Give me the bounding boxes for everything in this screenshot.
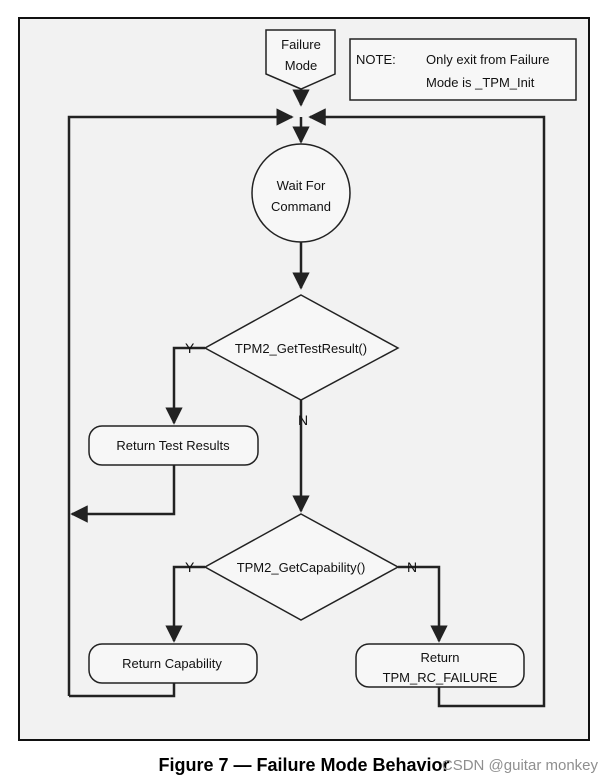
test-result-yes-label: Y — [185, 340, 195, 356]
return-capability-label: Return Capability — [122, 656, 222, 671]
watermark: CSDN @guitar monkey — [442, 757, 599, 774]
wait-for-command-state — [251, 143, 351, 243]
wait-state-label-line-2: Command — [271, 199, 331, 214]
entry-label-line-1: Failure — [281, 37, 321, 52]
note-label: NOTE: — [356, 52, 396, 67]
figure-caption: Figure 7 — Failure Mode Behavior — [158, 755, 449, 775]
capability-decision-label: TPM2_GetCapability() — [237, 560, 366, 575]
capability-yes-label: Y — [185, 559, 195, 575]
note-box — [349, 38, 577, 101]
note-text-line-2: Mode is _TPM_Init — [426, 75, 535, 90]
test-result-no-label: N — [298, 412, 308, 428]
test-result-decision — [203, 294, 400, 401]
failure-mode-entry-shape — [265, 29, 336, 90]
connector-lines — [67, 89, 546, 708]
capability-no-arrow — [398, 565, 448, 643]
capability-loop-connector — [69, 682, 176, 698]
right-loop-line — [308, 108, 546, 708]
capability-no-label: N — [407, 559, 417, 575]
test-results-return-arrow — [70, 465, 176, 523]
note-text-line-1: Only exit from Failure — [426, 52, 550, 67]
capability-yes-arrow — [165, 565, 205, 643]
return-test-results-box — [88, 425, 259, 466]
test-result-yes-arrow — [165, 346, 205, 425]
entry-label-line-2: Mode — [285, 58, 318, 73]
return-test-results-label: Return Test Results — [116, 438, 230, 453]
capability-decision — [203, 513, 400, 621]
return-capability-box — [88, 643, 258, 684]
wait-state-label-line-1: Wait For — [277, 178, 326, 193]
return-failure-label-line-1: Return — [420, 650, 459, 665]
return-failure-label-line-2: TPM_RC_FAILURE — [383, 670, 498, 685]
test-result-decision-label: TPM2_GetTestResult() — [235, 341, 367, 356]
left-loop-line — [67, 108, 294, 696]
return-failure-box — [355, 643, 525, 688]
